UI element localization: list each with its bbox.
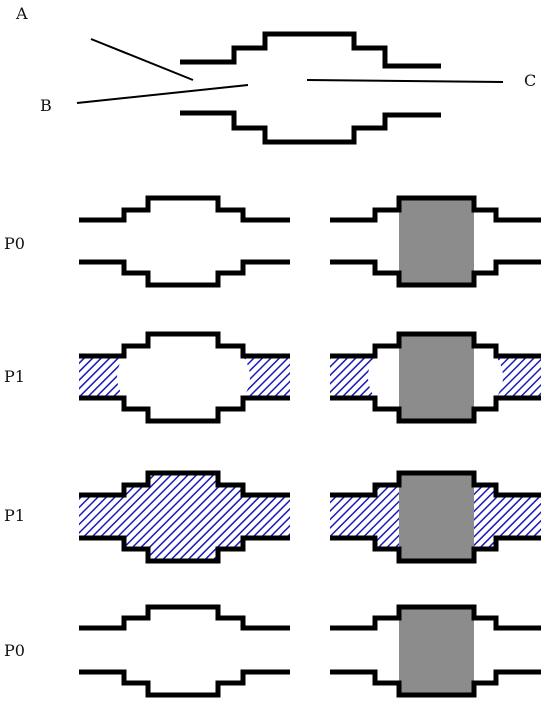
row-1-gray-block: [399, 198, 474, 285]
row-4-label: P0: [4, 641, 25, 660]
label-c: C: [524, 71, 536, 90]
row-2-gray-block: [399, 334, 474, 421]
pointer-c: [306, 79, 504, 83]
pointer-a: [90, 38, 194, 81]
row-1-right-channel: [330, 195, 541, 288]
row-2-left-hatch-in: [79, 356, 124, 398]
row-4: P0: [4, 604, 541, 698]
pointer-b: [76, 84, 249, 104]
row-3-label: P1: [4, 506, 25, 525]
row-4-right-channel: [330, 604, 541, 698]
row-2-left-channel: [79, 331, 290, 424]
top-channel-upper-wall: [180, 31, 441, 69]
row-1: P0: [4, 195, 541, 288]
row-2-right-hatch-in: [330, 356, 375, 398]
row-2-left-hatch-out: [243, 356, 290, 398]
row-1-left-channel: [79, 195, 290, 288]
row-3-left-hatch: [79, 473, 290, 561]
row-1-label: P0: [4, 234, 25, 253]
row-3-left-channel: [79, 470, 290, 564]
row-3: P1: [4, 470, 541, 564]
row-2-right-channel: [330, 331, 541, 424]
label-a: A: [15, 4, 28, 23]
label-b: B: [40, 96, 52, 115]
row-2-right-hatch-out: [496, 356, 541, 398]
row-2-label: P1: [4, 367, 25, 386]
row-3-gray-block: [399, 473, 474, 561]
row-2: P1: [4, 331, 541, 424]
row-4-gray-block: [399, 607, 474, 695]
top-channel-schematic: A B C: [15, 4, 536, 145]
top-channel-lower-wall: [180, 110, 441, 145]
row-3-right-channel: [330, 470, 541, 564]
row-4-left-channel: [79, 604, 290, 698]
